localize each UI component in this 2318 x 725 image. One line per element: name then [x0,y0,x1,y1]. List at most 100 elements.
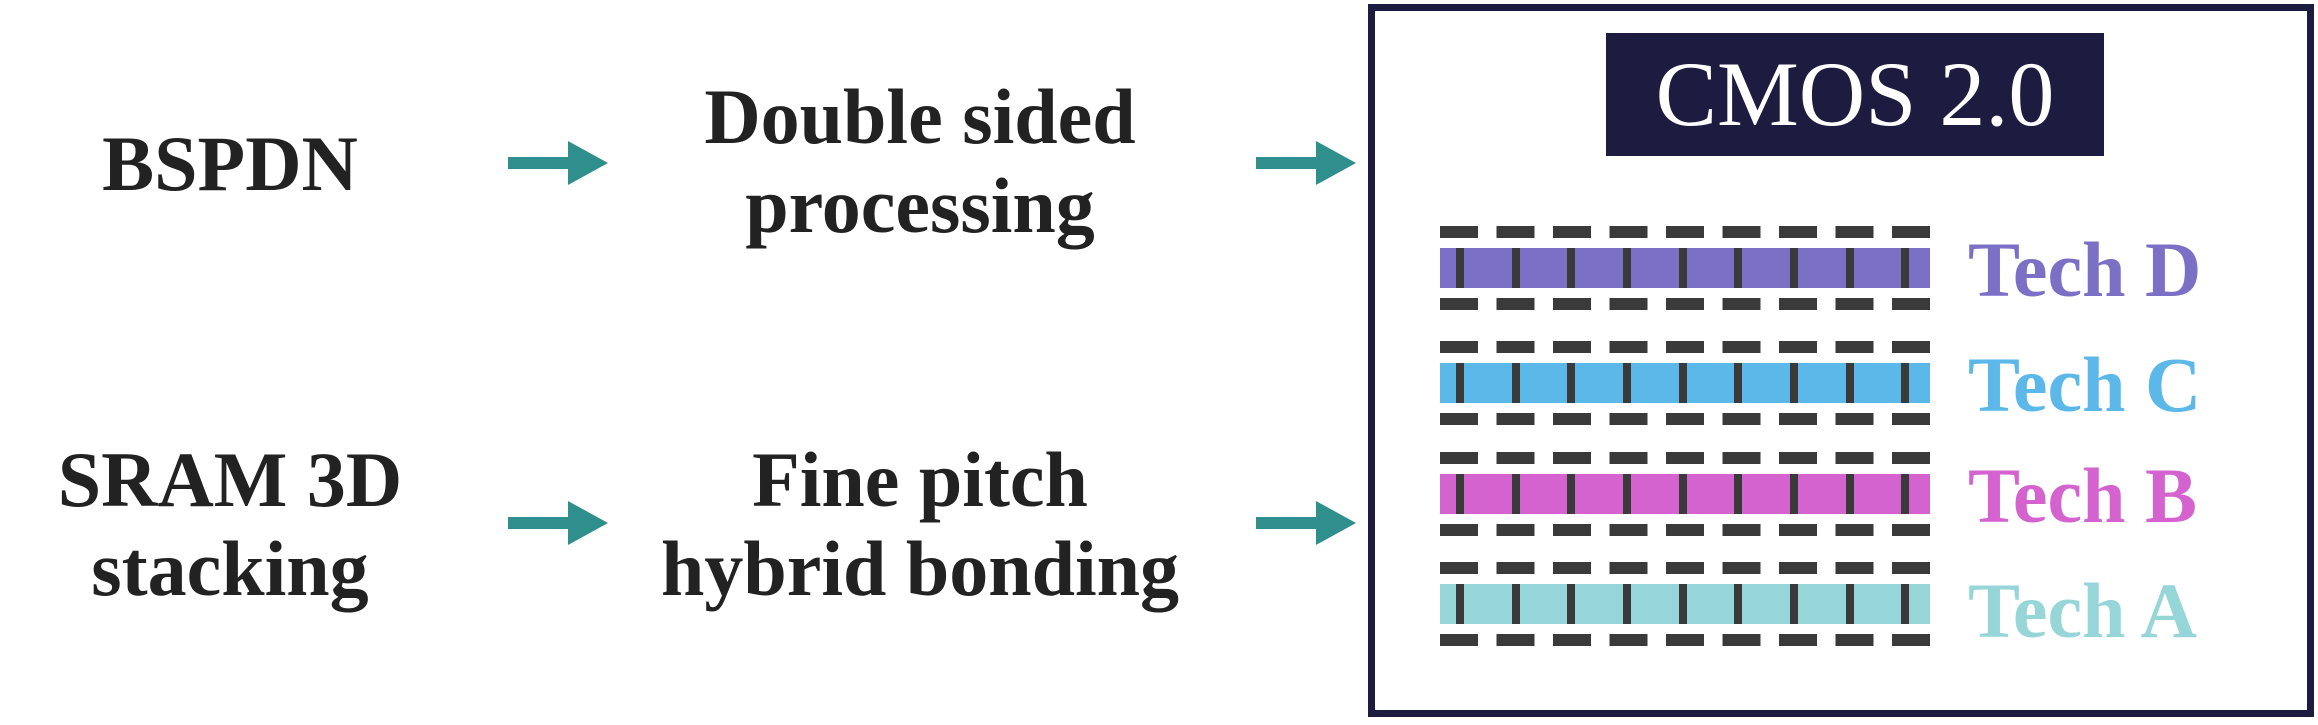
tier-top-wire [1496,452,1535,464]
tier-bottom-wire [1609,634,1648,646]
label-sram-line-2: stacking [91,524,369,612]
tech-label-tech-c: Tech C [1968,341,2202,428]
tier-top-wire [1722,562,1761,574]
tier-top-wire [1496,226,1535,238]
tier-top-wire [1835,341,1874,353]
tier-bottom-wire [1609,298,1648,310]
tier-via [1679,363,1687,403]
tech-label-tech-d: Tech D [1968,226,2202,313]
tier-bottom-wire [1666,413,1704,425]
tier-top-wire [1666,562,1704,574]
tier-bottom-wire [1779,634,1817,646]
arrow-bottom-1 [508,501,608,545]
label-sram-3d-stacking: SRAM 3D stacking [20,436,440,614]
tier-top-wire [1722,226,1761,238]
tier-bottom-wire [1496,634,1535,646]
tier-via [1901,474,1909,514]
tier-top-wire [1779,452,1817,464]
tier-via [1846,248,1854,288]
tier-via [1456,584,1464,624]
label-double-sided-line-1: Double sided [704,73,1136,160]
tier-via [1567,363,1575,403]
label-bspdn: BSPDN [70,120,390,209]
tier-bottom-wire [1722,524,1761,536]
tier-bottom-wire [1666,298,1704,310]
tier-top-wire [1666,341,1704,353]
tier-top-wire [1892,341,1930,353]
label-bspdn-line-1: BSPDN [102,120,358,207]
tier-bottom-wire [1722,298,1761,310]
tier-top-wire [1779,562,1817,574]
tier-top-wire [1892,452,1930,464]
label-double-sided-line-2: processing [745,161,1095,249]
tier-bottom-wire [1666,524,1704,536]
tier-bottom-wire [1609,524,1648,536]
tier-top-wire [1892,562,1930,574]
tech-label-tech-a: Tech A [1968,567,2198,654]
tier-top-wire [1553,452,1591,464]
tier-top-wire [1835,452,1874,464]
tier-top-wire [1835,226,1874,238]
tier-bottom-wire [1440,413,1478,425]
tier-via [1512,363,1520,403]
tech-tier-tech-c [1440,337,1930,437]
tier-via [1623,363,1631,403]
tier-bottom-wire [1835,298,1874,310]
tier-via [1456,474,1464,514]
tier-top-wire [1609,226,1648,238]
label-sram-line-1: SRAM 3D [57,436,403,523]
tier-bottom-wire [1722,634,1761,646]
arrow-top-1 [508,141,608,185]
tier-via [1790,474,1798,514]
cmos-panel-frame [1368,4,2314,717]
tier-top-wire [1609,452,1648,464]
tier-bottom-wire [1892,634,1930,646]
tier-via [1456,248,1464,288]
tier-bottom-wire [1779,413,1817,425]
tier-top-wire [1722,341,1761,353]
tier-bottom-wire [1835,524,1874,536]
tier-bottom-wire [1892,524,1930,536]
tier-top-wire [1666,452,1704,464]
tier-bottom-wire [1835,413,1874,425]
tier-bottom-wire [1779,298,1817,310]
label-fine-pitch-hybrid-bonding: Fine pitch hybrid bonding [640,436,1200,614]
tier-top-wire [1553,562,1591,574]
label-fine-pitch-line-2: hybrid bonding [660,524,1180,612]
tier-via [1679,248,1687,288]
tier-via [1734,363,1742,403]
tier-top-wire [1496,341,1535,353]
tier-via [1734,474,1742,514]
tier-top-wire [1440,562,1478,574]
tier-top-wire [1496,562,1535,574]
tier-top-wire [1440,341,1478,353]
tier-graphic [1440,341,1930,425]
arrow-bottom-2 [1256,501,1356,545]
tier-bottom-wire [1440,634,1478,646]
tier-via [1456,363,1464,403]
label-double-sided-processing: Double sided processing [640,73,1200,251]
tech-tier-tech-a [1440,558,1930,658]
tier-bottom-wire [1553,413,1591,425]
tier-bottom-wire [1722,413,1761,425]
tier-via [1901,363,1909,403]
tier-bottom-wire [1553,524,1591,536]
tier-via [1512,584,1520,624]
label-fine-pitch-line-1: Fine pitch [752,436,1088,523]
tier-via [1790,363,1798,403]
tier-top-wire [1553,226,1591,238]
tier-top-wire [1440,226,1478,238]
tier-via [1623,474,1631,514]
tier-via [1512,248,1520,288]
tech-tier-tech-b [1440,448,1930,548]
tier-bottom-wire [1779,524,1817,536]
tier-via [1567,474,1575,514]
tier-via [1734,248,1742,288]
tier-top-wire [1892,226,1930,238]
tech-tier-tech-d [1440,222,1930,322]
tier-bottom-wire [1892,298,1930,310]
tier-top-wire [1779,341,1817,353]
tier-via [1734,584,1742,624]
tier-via [1512,474,1520,514]
